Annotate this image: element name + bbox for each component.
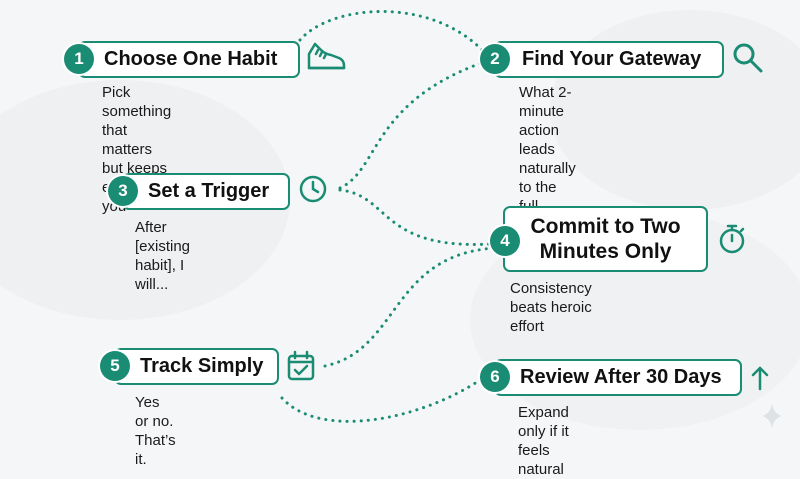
step-6-number: 6 [490, 367, 500, 386]
step-4-title-line: Minutes Only [539, 240, 672, 263]
step-2-title-box: Find Your Gateway [494, 41, 724, 78]
step-2-description-line: What 2-minute action leads [519, 84, 572, 158]
step-5-title-box: Track Simply [114, 348, 279, 385]
step-3-number: 3 [118, 181, 128, 200]
step-6-title: Review After 30 Days [520, 366, 722, 388]
step-5-title: Track Simply [140, 355, 264, 377]
step-5-description-line: Yes or no. That’s it. [135, 394, 176, 468]
step-3-description: After [existing habit], I will... [135, 218, 190, 294]
sparkle-icon [762, 404, 782, 428]
step-6-description-line: Expand only if it feels natural [518, 404, 569, 478]
step-3-description-line: After [existing habit], I will... [135, 219, 191, 293]
step-3-title-box: Set a Trigger [122, 173, 290, 210]
step-1-title-box: Choose One Habit [78, 41, 300, 78]
search-icon [731, 41, 765, 75]
step-6-number-badge: 6 [480, 362, 510, 392]
step-1-description-line: Pick something that matters [102, 84, 172, 158]
step-1-number-badge: 1 [64, 44, 94, 74]
step-4-number: 4 [500, 231, 510, 250]
step-2-number: 2 [490, 49, 500, 68]
step-2-title: Find Your Gateway [522, 48, 702, 70]
shoe-icon [305, 40, 347, 76]
arrow-up-icon [749, 364, 771, 392]
clock-icon [297, 173, 329, 205]
stopwatch-icon [716, 222, 748, 256]
step-6-title-box: Review After 30 Days [494, 359, 742, 396]
step-4-description-line: Consistency beats heroic effort [510, 280, 592, 335]
step-4-title-line: Commit to Two [530, 215, 681, 238]
calendar-check-icon [286, 350, 316, 382]
step-4-number-badge: 4 [490, 226, 520, 256]
step-3-title: Set a Trigger [148, 180, 270, 202]
step-6-description: Expand only if it feels natural [518, 403, 569, 479]
step-5-description: Yes or no. That’s it. [135, 393, 176, 469]
step-4-title-box: Commit to Two Minutes Only [503, 206, 708, 272]
step-1-number: 1 [74, 49, 84, 68]
step-2-number-badge: 2 [480, 44, 510, 74]
step-5-number: 5 [110, 356, 120, 375]
step-3-number-badge: 3 [108, 176, 138, 206]
step-1-title: Choose One Habit [104, 48, 278, 70]
step-4-description: Consistency beats heroic effort [510, 279, 592, 336]
step-5-number-badge: 5 [100, 351, 130, 381]
